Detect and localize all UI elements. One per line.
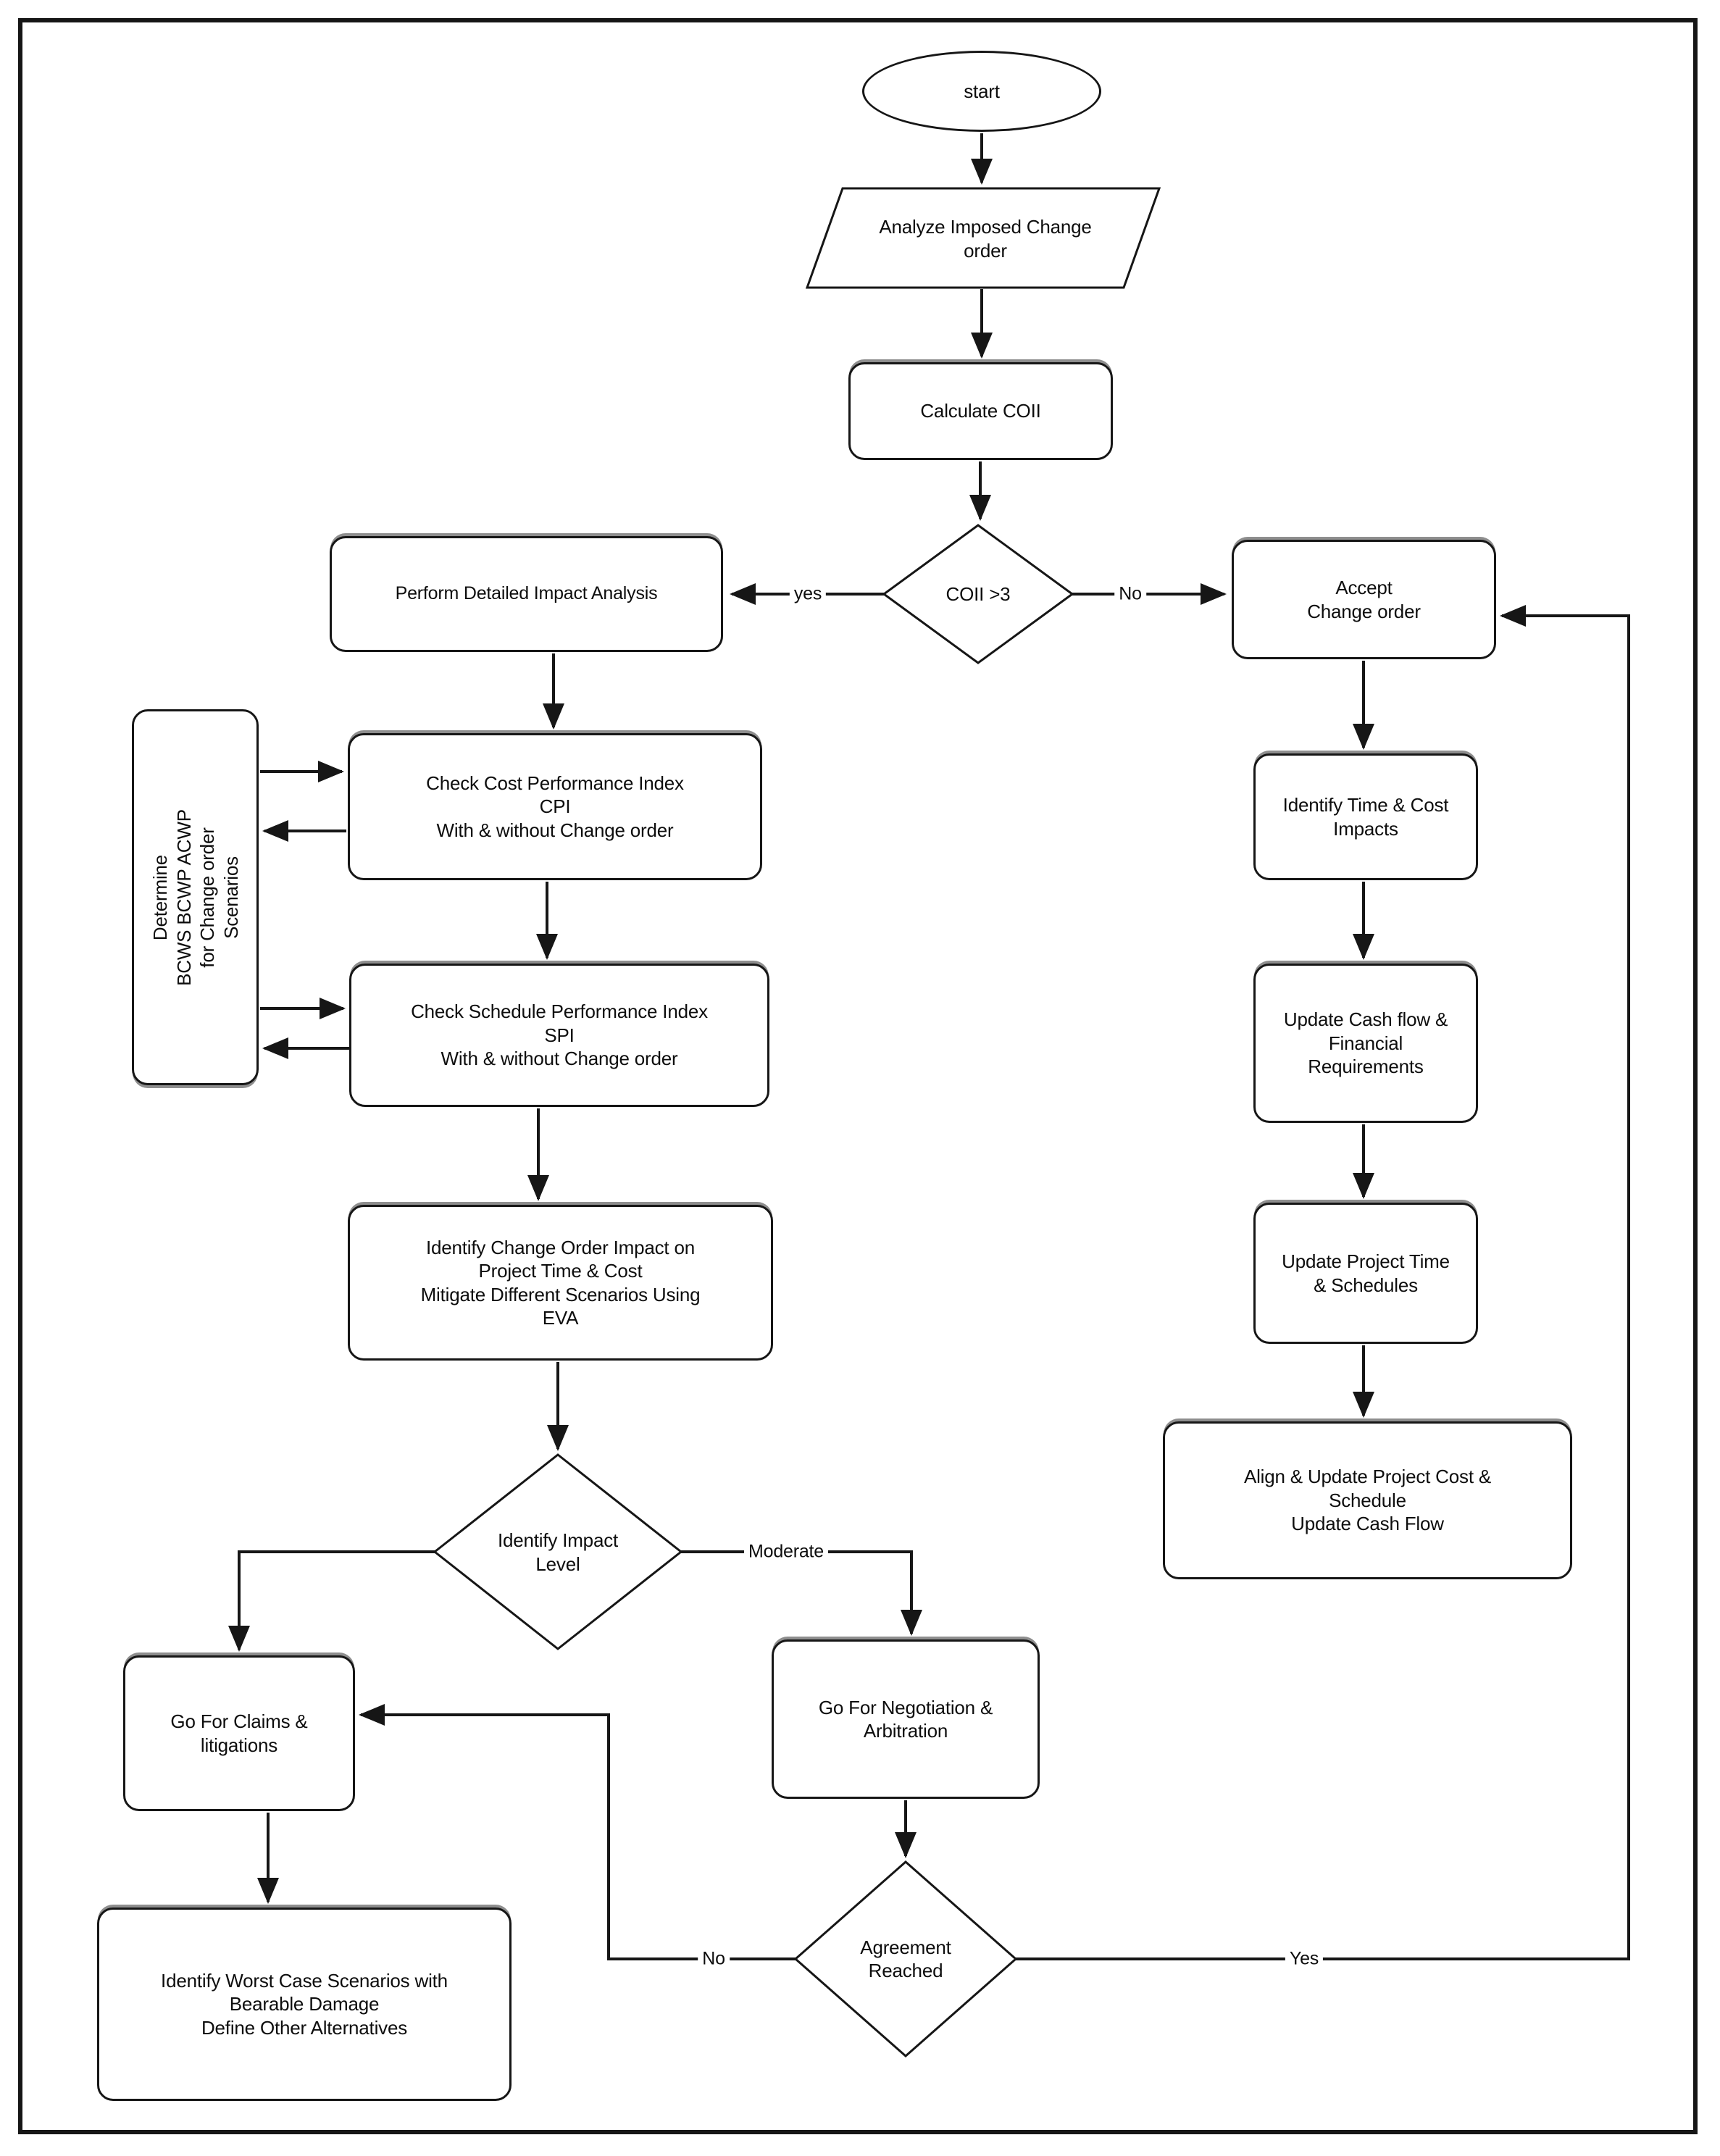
node-line: Scenarios [220, 856, 241, 939]
node-line: Financial [1328, 1032, 1403, 1054]
node-line: Perform Detailed Impact Analysis [395, 583, 658, 604]
node-line: Calculate COII [920, 400, 1041, 422]
node-line: litigations [200, 1734, 278, 1756]
node-line: Analyze Imposed Change [879, 216, 1092, 238]
node-line: Identify Worst Case Scenarios with [161, 1969, 448, 1992]
node-line: Update Cash flow & [1283, 1008, 1448, 1031]
node-line: Identify Change Order Impact on [425, 1236, 695, 1258]
determine-bcws-node: Determine BCWS BCWP ACWP for Change orde… [132, 709, 259, 1085]
coii-yes-label: yes [789, 582, 827, 606]
node-line: start [964, 80, 1000, 102]
node-line: Level [535, 1553, 580, 1575]
determine-bcws-text: Determine BCWS BCWP ACWP for Change orde… [149, 727, 243, 1068]
analyze-parallelogram [805, 187, 1161, 289]
coii-decision-label: COII >3 [898, 558, 1058, 630]
impact-decision-label: Identify Impact Level [464, 1492, 652, 1612]
node-line: Impacts [1333, 817, 1398, 840]
node-line: Bearable Damage [229, 1993, 380, 2015]
check-cpi-node: Check Cost Performance Index CPI With & … [348, 733, 762, 880]
node-line: SPI [544, 1024, 575, 1046]
node-line: Schedule [1329, 1489, 1406, 1511]
identify-change-order-impact-node: Identify Change Order Impact on Project … [348, 1205, 773, 1361]
node-line: Go For Negotiation & [818, 1696, 993, 1718]
impact-moderate-label: Moderate [743, 1540, 829, 1563]
node-line: Change order [1307, 600, 1421, 622]
claims-litigations-node: Go For Claims & litigations [123, 1655, 355, 1811]
calculate-coii-node: Calculate COII [848, 362, 1113, 460]
node-line: Determine [149, 854, 171, 940]
node-line: Accept [1335, 577, 1393, 598]
node-line: With & without Change order [441, 1048, 678, 1070]
node-line: Update Project Time [1282, 1250, 1450, 1272]
negotiation-arbitration-node: Go For Negotiation & Arbitration [772, 1639, 1040, 1799]
node-line: Define Other Alternatives [201, 2016, 408, 2039]
node-line: order [964, 239, 1007, 262]
impact-decision-diamond [433, 1453, 683, 1650]
agreement-decision-label: Agreement Reached [804, 1898, 1007, 2020]
node-line: Align & Update Project Cost & [1243, 1466, 1492, 1488]
node-line: Requirements [1308, 1056, 1424, 1078]
node-line: Check Cost Performance Index [426, 772, 684, 794]
check-spi-node: Check Schedule Performance Index SPI Wit… [349, 964, 769, 1107]
agreement-no-label: No [698, 1947, 730, 1971]
node-line: for Change order [196, 827, 218, 968]
accept-change-order-node: Accept Change order [1232, 540, 1496, 659]
agreement-decision-diamond [793, 1860, 1018, 2057]
start-node: start [862, 51, 1101, 132]
coii-decision-diamond [882, 524, 1074, 664]
identify-time-cost-node: Identify Time & Cost Impacts [1253, 753, 1478, 880]
node-line: Identify Time & Cost [1282, 794, 1449, 816]
update-cash-flow-node: Update Cash flow & Financial Requirement… [1253, 964, 1478, 1123]
node-line: Reached [868, 1960, 943, 1981]
node-line: Update Cash Flow [1291, 1513, 1444, 1535]
node-line: Project Time & Cost [478, 1260, 643, 1282]
worst-case-scenarios-node: Identify Worst Case Scenarios with Beara… [97, 1908, 512, 2101]
perform-impact-analysis-node: Perform Detailed Impact Analysis [330, 536, 723, 652]
node-line: CPI [539, 795, 571, 818]
node-line: Arbitration [863, 1720, 948, 1742]
agreement-yes-label: Yes [1285, 1947, 1324, 1971]
edge-impact-moderate-to-negotiation [681, 1550, 922, 1636]
update-project-time-node: Update Project Time & Schedules [1253, 1203, 1478, 1344]
node-line: Agreement [860, 1936, 951, 1958]
node-line: With & without Change order [436, 819, 674, 841]
node-line: Check Schedule Performance Index [411, 1000, 708, 1023]
node-line: Identify Impact [497, 1529, 619, 1551]
analyze-node-label: Analyze Imposed Change order [826, 190, 1145, 288]
node-line: Mitigate Different Scenarios Using [420, 1283, 701, 1305]
edge-impact-to-claims [228, 1550, 435, 1652]
node-line: EVA [542, 1307, 579, 1329]
coii-no-label: No [1114, 582, 1146, 606]
node-line: COII >3 [945, 582, 1011, 605]
align-update-project-node: Align & Update Project Cost & Schedule U… [1163, 1421, 1572, 1579]
node-line: Go For Claims & [170, 1710, 308, 1732]
node-line: & Schedules [1314, 1274, 1418, 1296]
node-line: BCWS BCWP ACWP [172, 808, 194, 986]
